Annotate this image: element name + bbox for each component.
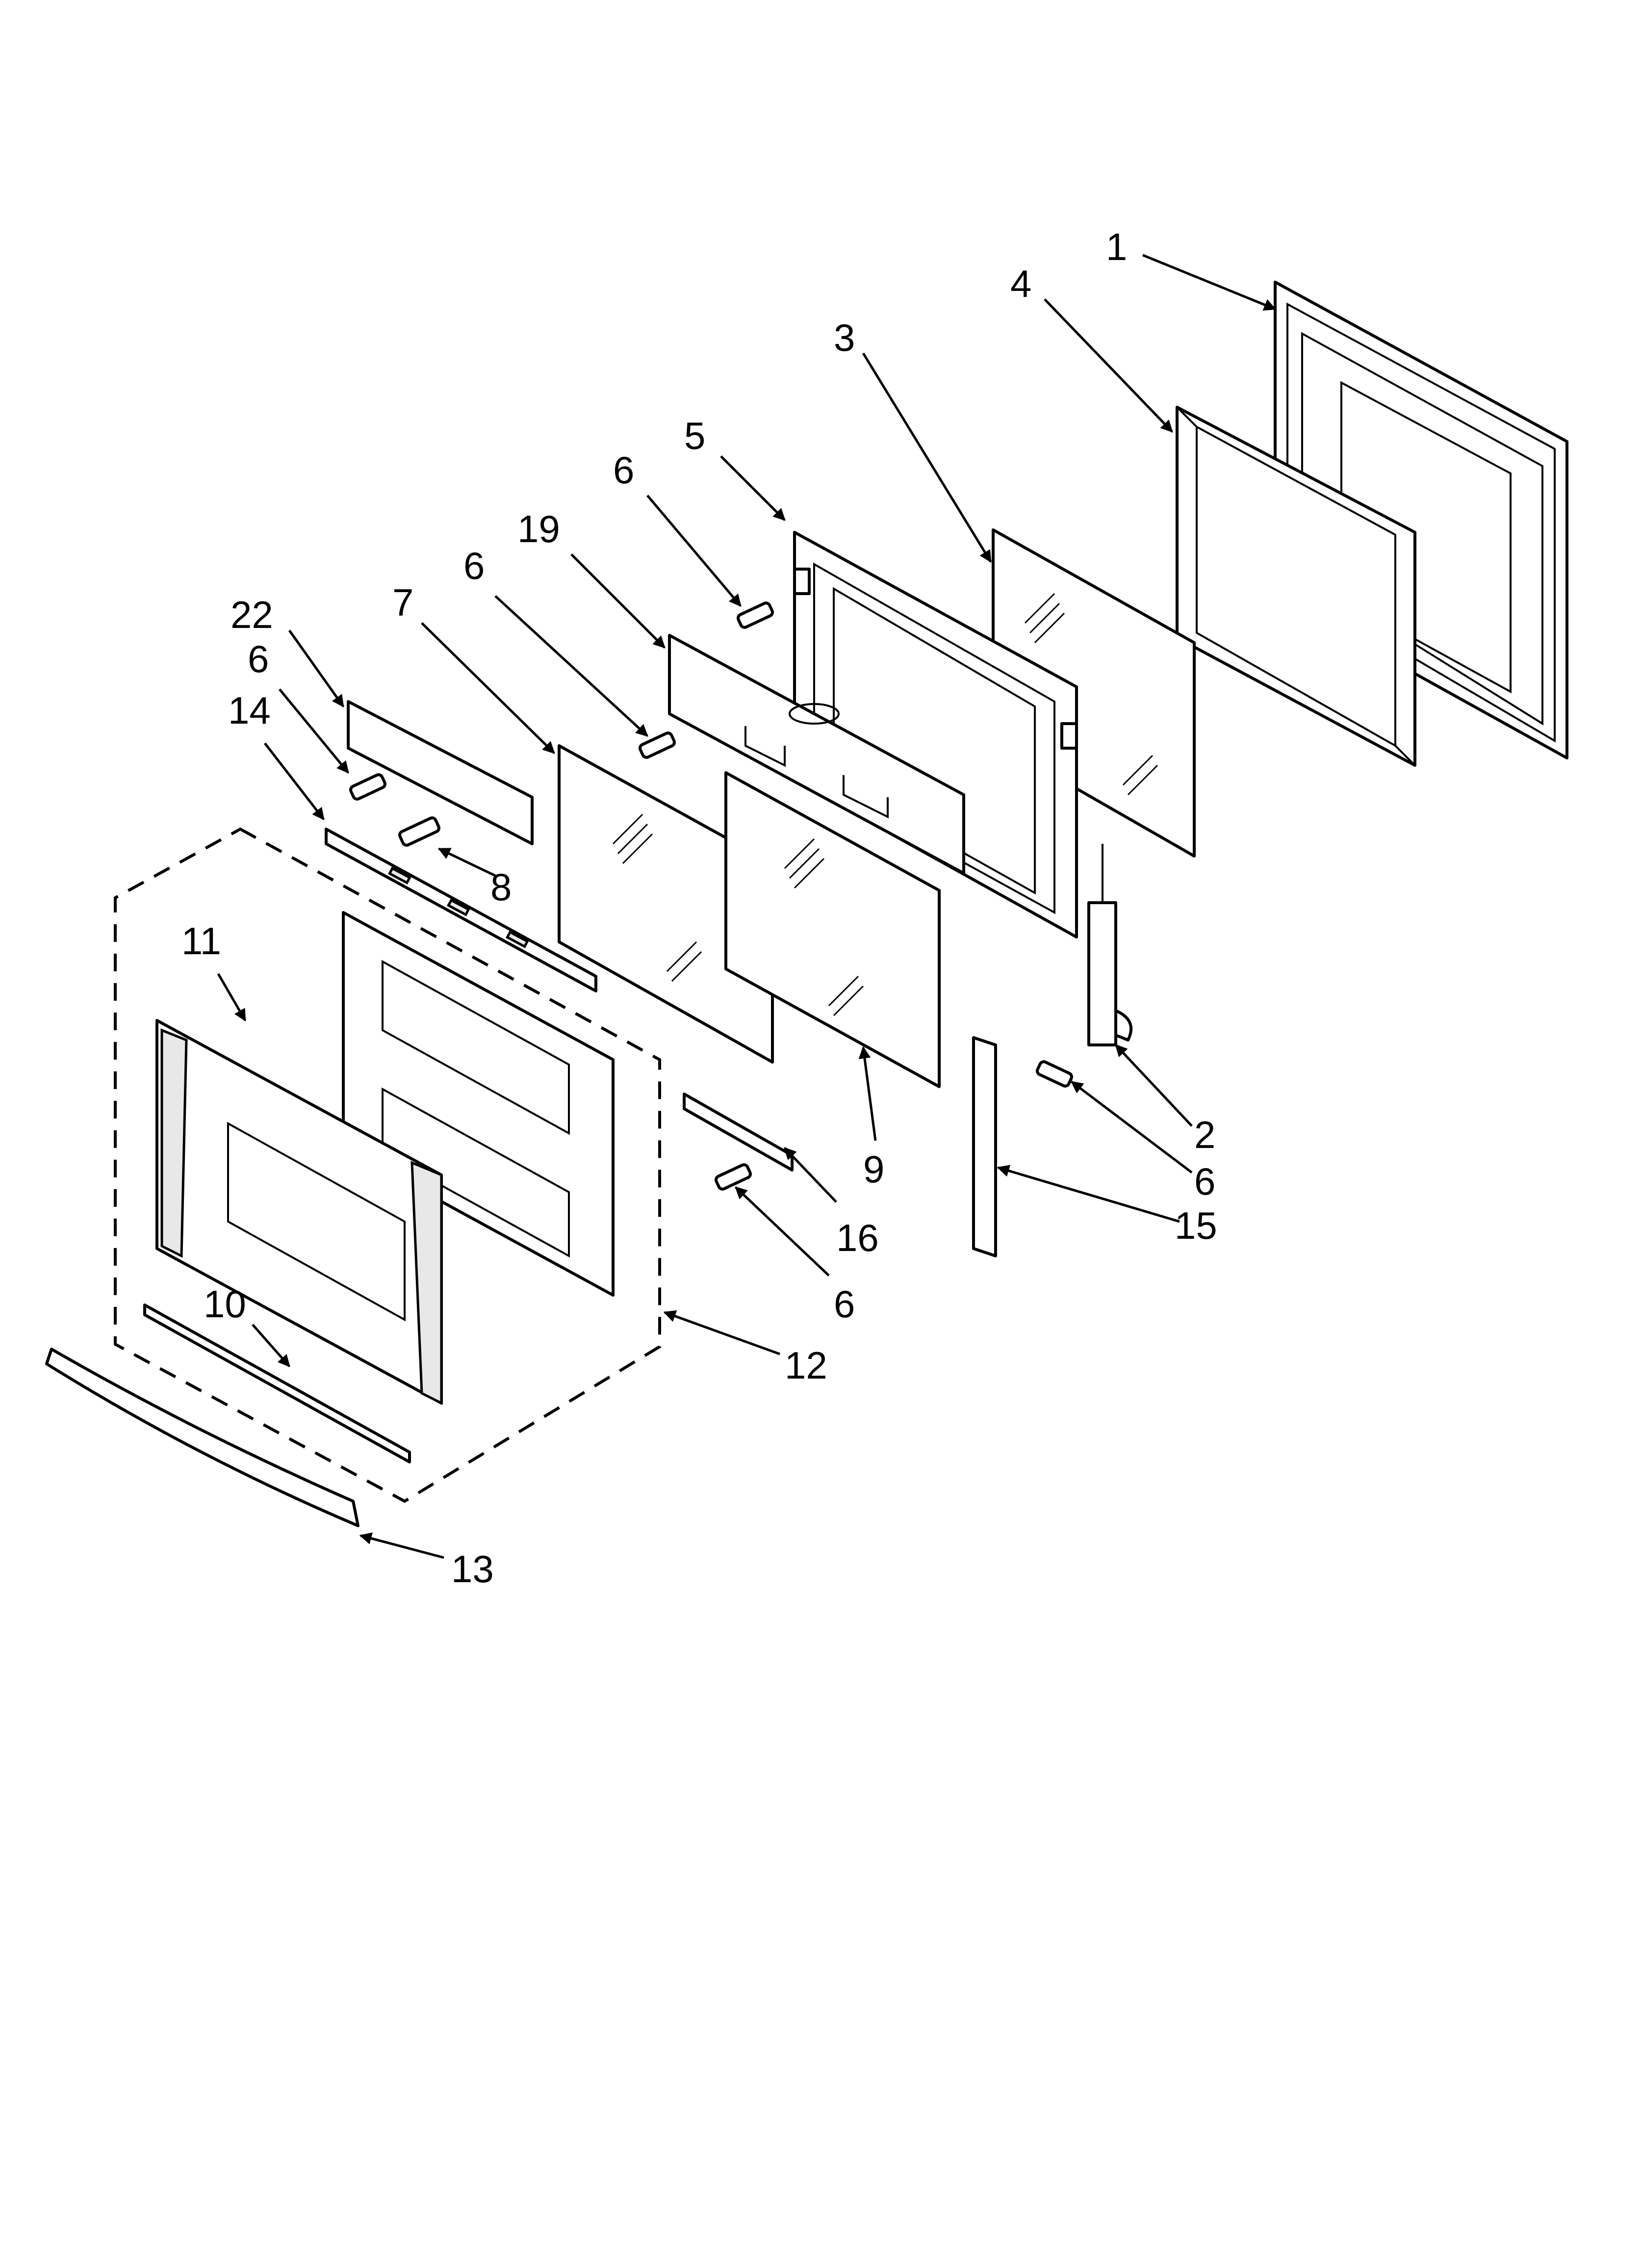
callout-14: 14	[228, 689, 271, 732]
callout-6a: 6	[613, 448, 634, 492]
screw-part-6-15	[1035, 1060, 1074, 1088]
inner-door-panel	[342, 911, 615, 1297]
screw-part-8	[398, 816, 440, 847]
callout-10: 10	[204, 1282, 246, 1326]
callout-13: 13	[451, 1547, 494, 1590]
leader-lines	[217, 254, 1277, 1559]
screw-part-6-7	[638, 731, 676, 759]
callout-2: 2	[1194, 1113, 1215, 1156]
part-16-bracket	[683, 1093, 794, 1172]
part-12-door-assembly-outline	[114, 827, 661, 1503]
part-14-hinge-channel	[325, 828, 597, 992]
callout-6c: 6	[248, 637, 269, 680]
part-19-vent-baffle	[668, 634, 965, 875]
part-15-hinge-bracket	[972, 1036, 997, 1257]
part-9-glass-panel	[724, 771, 941, 1088]
callout-15: 15	[1175, 1204, 1217, 1247]
callout-6d: 6	[1194, 1160, 1215, 1203]
callout-11: 11	[181, 919, 221, 963]
callout-22: 22	[231, 593, 273, 636]
callout-7: 7	[392, 581, 413, 624]
callout-16: 16	[836, 1216, 879, 1259]
callout-9: 9	[863, 1147, 884, 1191]
part-4-door-gasket-frame	[1176, 406, 1416, 767]
screw-part-6-5	[736, 601, 774, 629]
callout-6e: 6	[834, 1282, 855, 1326]
part-22-bracket	[347, 700, 534, 845]
part-13-door-handle	[45, 1348, 359, 1527]
callout-6b: 6	[463, 544, 485, 587]
callout-1: 1	[1106, 225, 1127, 268]
callout-12: 12	[785, 1344, 827, 1387]
callout-19: 19	[517, 507, 560, 550]
callout-3: 3	[834, 316, 855, 359]
part-11-outer-door-panel	[155, 1019, 443, 1406]
callout-8: 8	[490, 865, 512, 909]
screw-part-6-16	[714, 1163, 752, 1191]
part-5-inner-door-liner	[793, 531, 1078, 938]
part-7-glass-panel	[558, 744, 774, 1064]
part-10-bottom-trim	[143, 1303, 411, 1463]
screw-part-6-22	[349, 773, 387, 801]
callout-5: 5	[684, 414, 705, 457]
callout-4: 4	[1010, 262, 1031, 305]
part-2-hinge	[1087, 844, 1133, 1046]
